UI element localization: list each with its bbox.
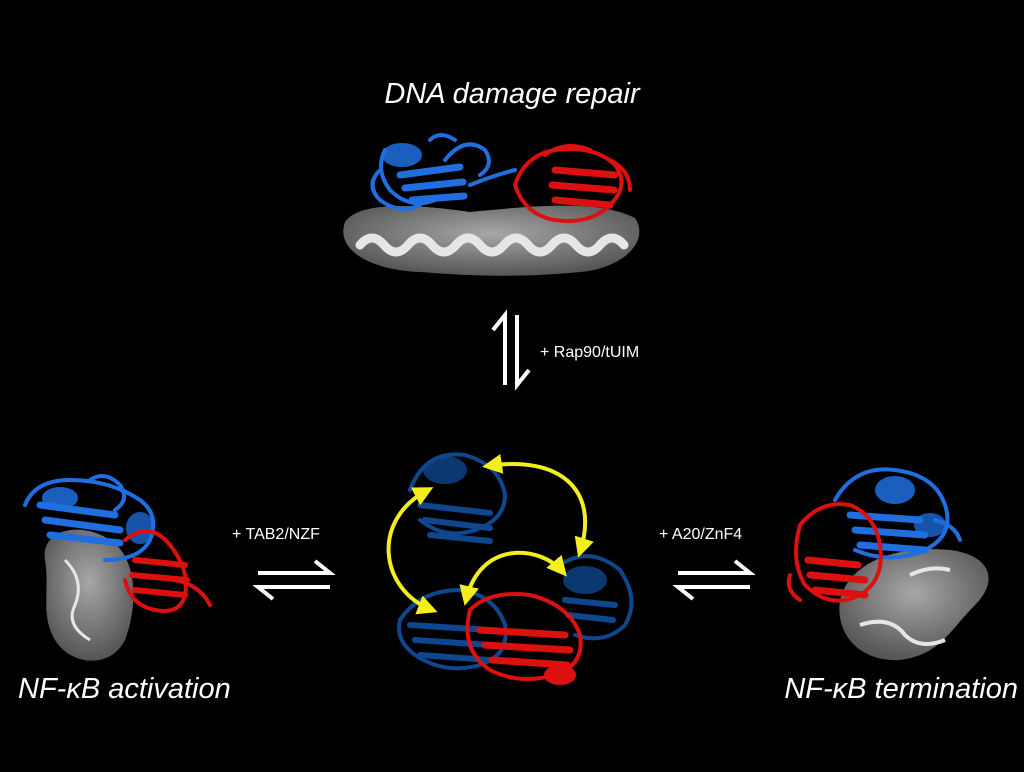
blue-domain-center-right [558,554,634,641]
right-equilibrium-arrows [672,559,756,601]
red-domain-right [786,502,883,603]
top-reagent-label: + Rap90/tUIM [540,344,639,361]
exchange-arrows [386,454,594,615]
exchange-arrow-left [386,487,438,615]
exchange-arrow-middle [459,550,567,606]
nfkb-activation-complex [23,474,212,661]
red-domain-left [123,529,212,613]
right-title: NF-κB termination [784,673,1018,705]
left-title: NF-κB activation [18,673,231,705]
red-domain-center [465,592,583,685]
center-exchange-complex [386,452,634,685]
blue-domain-top [370,133,517,211]
right-reagent-label: + A20/ZnF4 [659,526,742,543]
blue-domain-left [23,474,156,562]
gray-surface-top [343,205,640,276]
top-title: DNA damage repair [384,78,641,110]
left-reagent-label: + TAB2/NZF [232,526,320,543]
red-domain-top [513,144,632,223]
blue-domain-right [833,467,962,560]
nfkb-termination-complex [786,467,989,661]
dna-repair-complex [343,133,640,276]
vertical-equilibrium-arrows [491,309,531,391]
exchange-arrow-top-right [482,454,594,558]
white-helix-top [355,233,629,257]
left-equilibrium-arrows [252,559,336,601]
